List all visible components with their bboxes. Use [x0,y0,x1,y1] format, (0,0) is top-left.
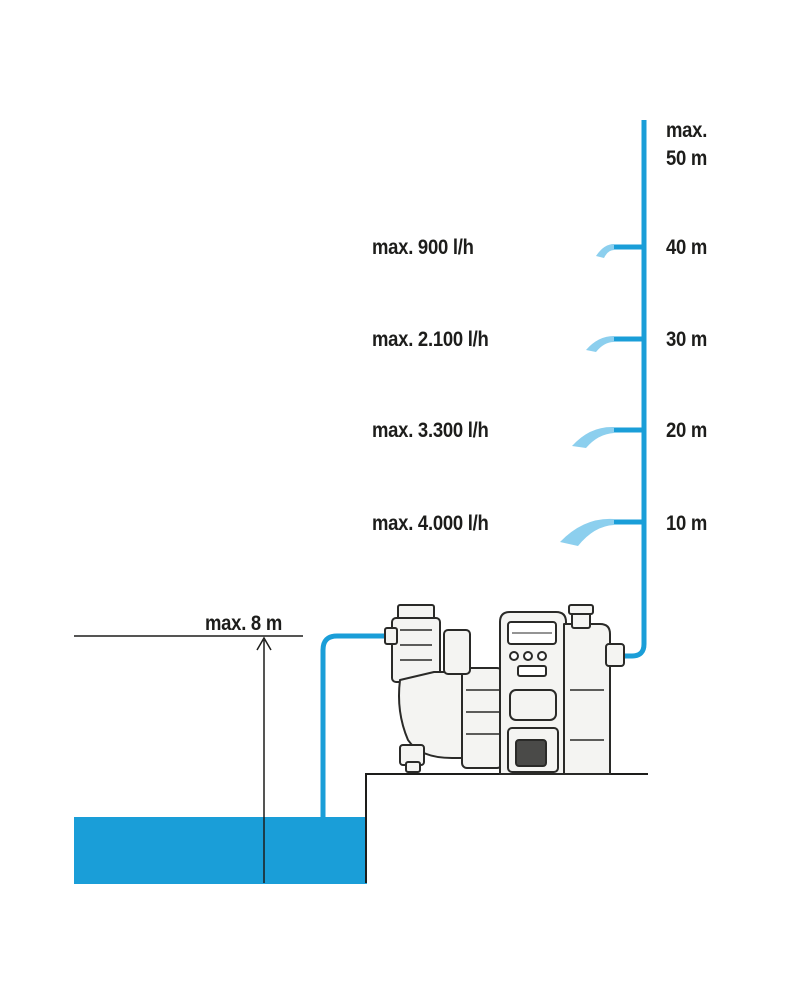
suction-height-label: max. 8 m [205,612,282,635]
height-label-30m: 30 m [666,328,708,351]
pump-filter-cap [397,604,435,620]
water-spray-30m [586,336,614,352]
pump-button [509,651,519,661]
pump-rear-housing [563,623,611,775]
ground-step-line [365,773,648,883]
water-reservoir [74,817,367,884]
flow-label-40m: max. 900 l/h [372,236,474,259]
max-height-label-line1: max. [666,119,708,142]
max-height-label-line2: 50 m [666,147,708,170]
outlet-10m [560,518,644,546]
suction-pipe [320,633,388,817]
outlet-20m [572,426,644,448]
delivery-pipe [624,120,647,659]
outlet-40m [596,244,644,258]
flow-label-10m: max. 4.000 l/h [372,512,489,535]
water-spray-20m [572,426,614,448]
suction-arrow-head [256,636,272,651]
height-label-10m: 10 m [666,512,708,535]
pump-handle-grip [509,689,557,721]
water-spray-40m [596,244,614,258]
height-label-40m: 40 m [666,236,708,259]
pump-motor [461,667,503,769]
water-spray-10m [560,518,614,546]
pump-outlet-fitting [605,643,625,667]
pump-illustration [384,604,625,775]
outlet-30m [586,336,644,352]
flow-label-20m: max. 3.300 l/h [372,419,489,442]
pump-inlet-fitting [384,627,398,645]
flow-label-30m: max. 2.100 l/h [372,328,489,351]
height-label-20m: 20 m [666,419,708,442]
